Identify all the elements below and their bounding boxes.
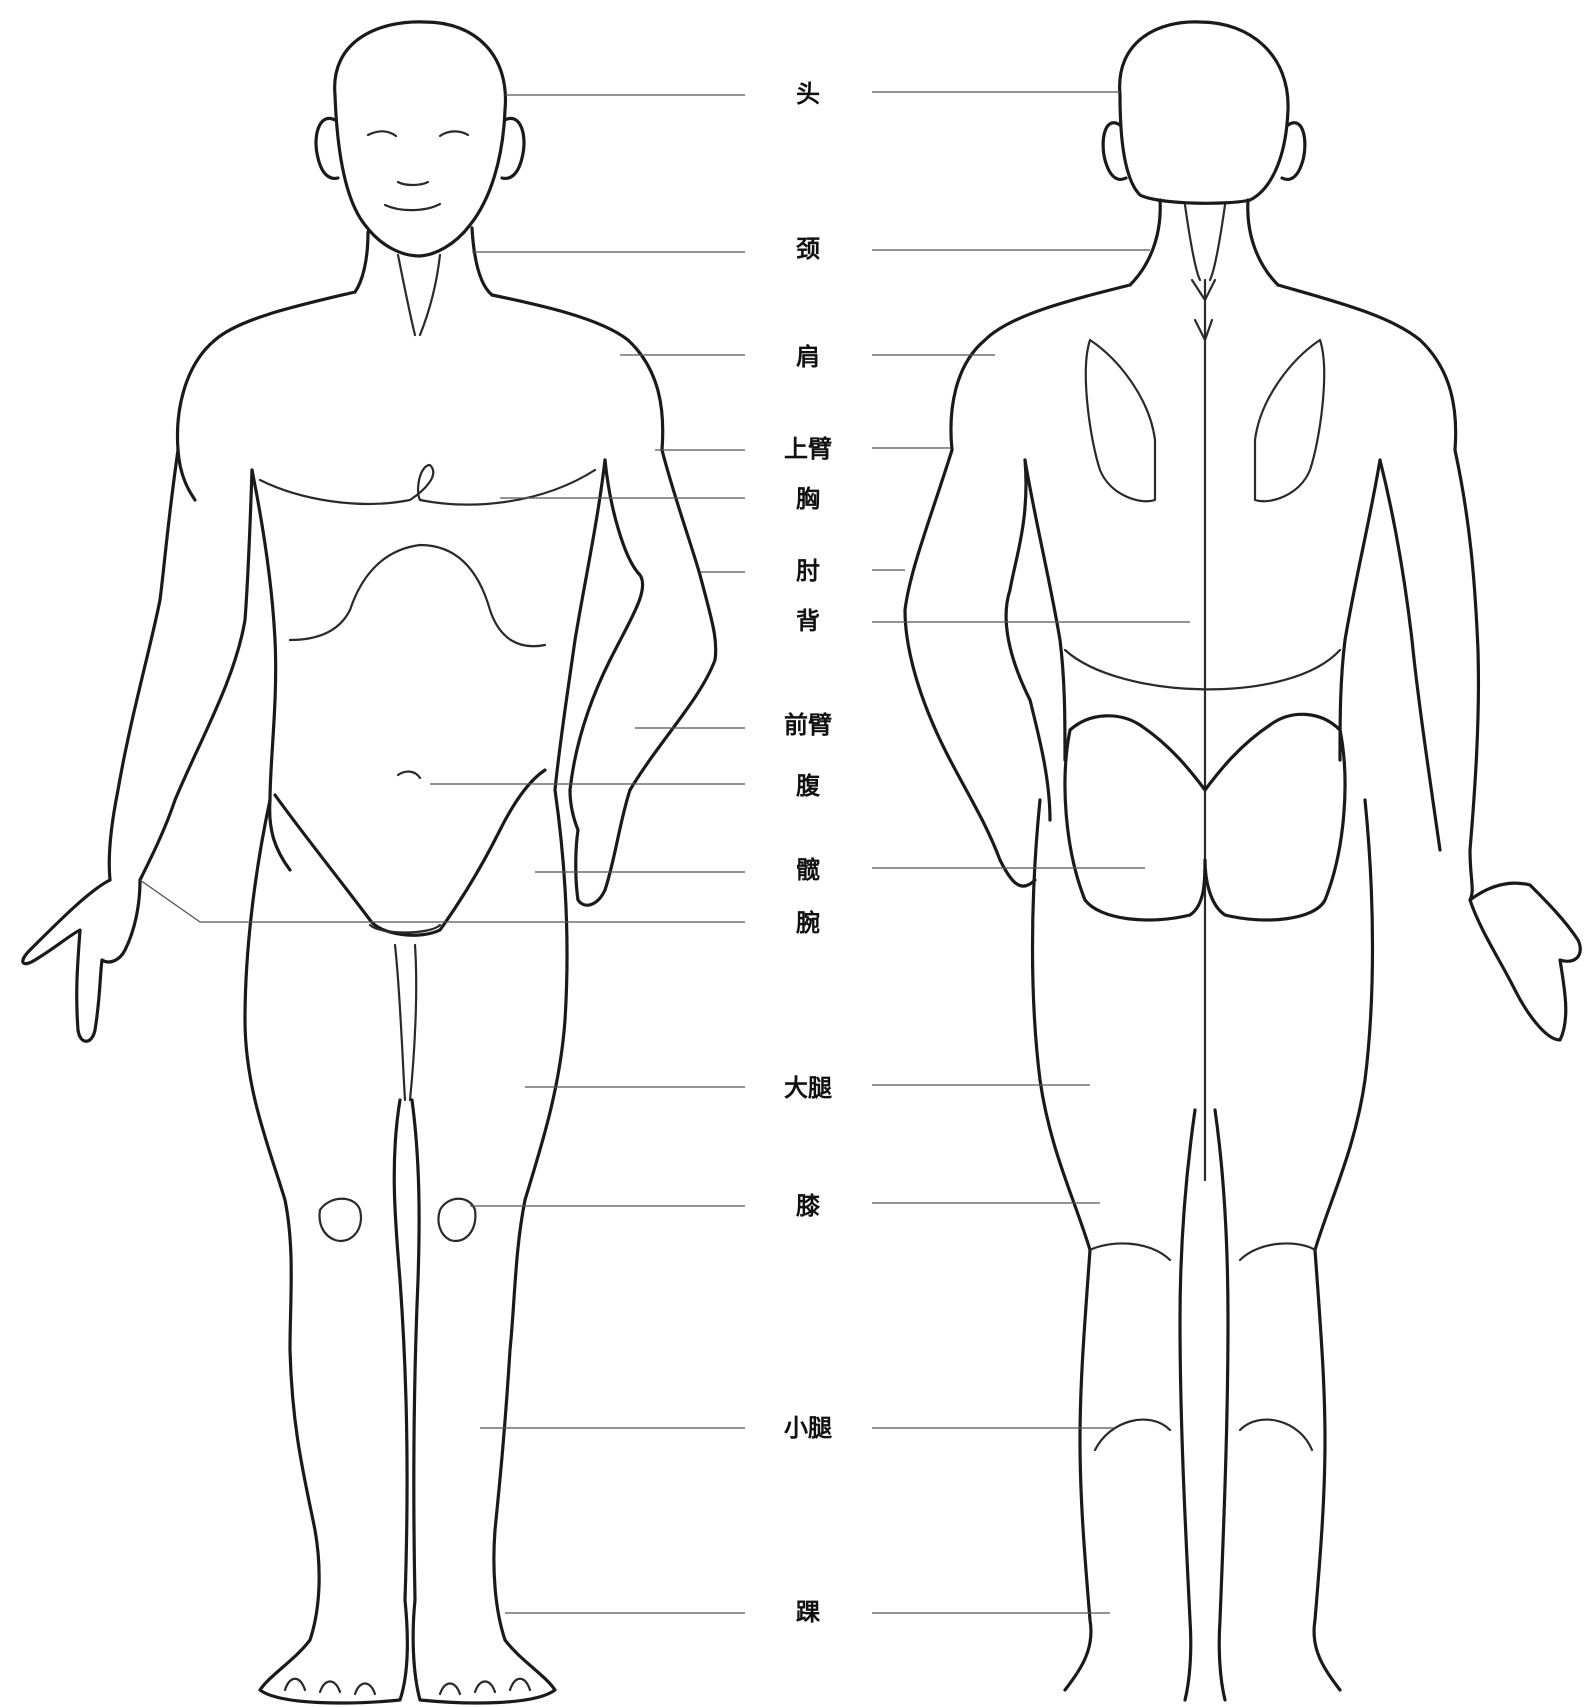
back-shoulders xyxy=(951,285,1456,450)
front-hand-left xyxy=(23,880,140,1041)
labels: 头 颈 肩 上臂 胸 肘 背 前臂 腹 髋 腕 大腿 膝 小腿 踝 xyxy=(784,80,832,1626)
label-wrist: 腕 xyxy=(795,909,820,937)
front-hand-right xyxy=(570,790,630,905)
front-leg-left xyxy=(245,800,407,1703)
front-arm-right xyxy=(570,450,716,790)
front-eye-right xyxy=(440,131,468,136)
label-head: 头 xyxy=(796,80,820,108)
label-ankle: 踝 xyxy=(796,1598,821,1626)
label-forearm: 前臂 xyxy=(784,711,832,739)
leader-lines xyxy=(140,92,1190,1613)
front-nose xyxy=(398,182,428,185)
front-neck xyxy=(355,232,368,292)
back-arm-left xyxy=(905,450,1050,886)
front-knee-left xyxy=(320,1199,361,1241)
label-hip: 髋 xyxy=(796,856,820,884)
front-mouth xyxy=(385,204,440,210)
back-leg-right xyxy=(1314,800,1372,1690)
front-arm-left xyxy=(109,450,252,880)
label-abdomen: 腹 xyxy=(796,772,821,800)
front-knee-right xyxy=(438,1199,475,1241)
front-eye-left xyxy=(368,131,396,136)
back-arm-right xyxy=(1380,450,1478,900)
back-hand-right xyxy=(1470,883,1580,1040)
front-head xyxy=(335,22,506,256)
front-abdomen xyxy=(290,545,545,646)
label-elbow: 肘 xyxy=(796,557,820,585)
back-neck xyxy=(1130,200,1160,285)
front-torso xyxy=(177,292,662,500)
label-chest: 胸 xyxy=(796,485,820,513)
label-thigh: 大腿 xyxy=(784,1074,832,1102)
label-back: 背 xyxy=(796,607,820,635)
back-leg-left xyxy=(1033,800,1091,1690)
label-neck: 颈 xyxy=(796,235,820,263)
label-shoulder: 肩 xyxy=(796,343,820,371)
label-calf: 小腿 xyxy=(784,1414,832,1442)
front-groin xyxy=(275,770,545,935)
back-figure xyxy=(905,22,1580,1700)
front-ear-left xyxy=(316,118,338,178)
back-head xyxy=(1120,22,1288,203)
front-figure xyxy=(23,22,716,1703)
label-knee: 膝 xyxy=(796,1192,821,1220)
label-upper-arm: 上臂 xyxy=(784,435,832,463)
